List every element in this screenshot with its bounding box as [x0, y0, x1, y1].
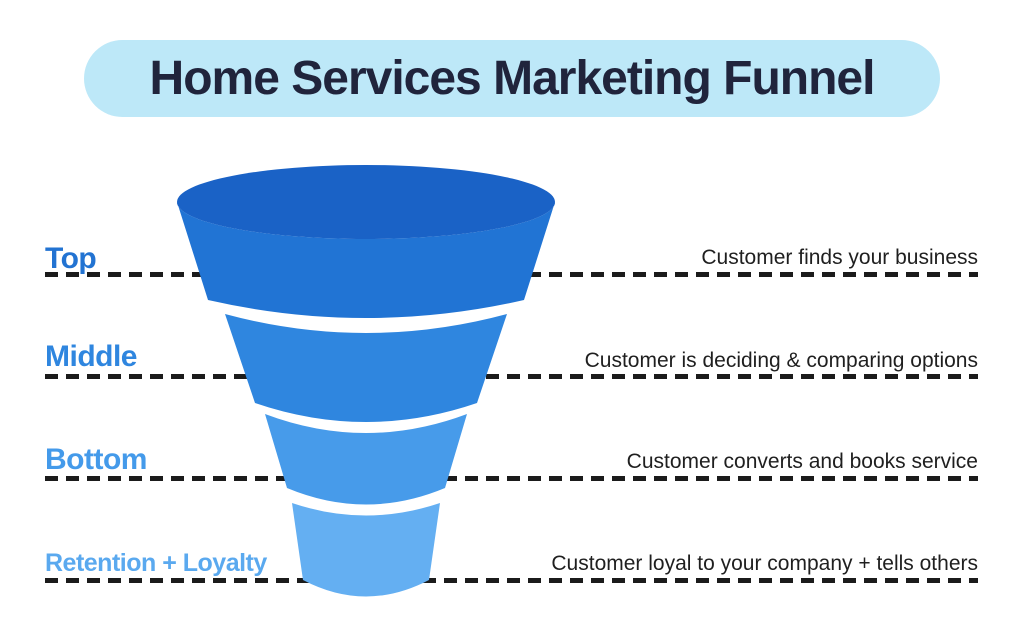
stage-label-bottom: Bottom — [45, 443, 147, 476]
stage-label-retention-loyalty: Retention + Loyalty — [45, 549, 267, 577]
funnel-top-ellipse — [177, 165, 555, 239]
funnel-stage-2 — [225, 314, 507, 422]
stage-label-middle: Middle — [45, 340, 138, 373]
divider-dashed-line-4 — [45, 578, 978, 583]
funnel-stage-1 — [177, 202, 555, 318]
title-banner: Home Services Marketing Funnel — [84, 40, 940, 117]
stage-label-top: Top — [45, 242, 97, 275]
stage-description-middle: Customer is deciding & comparing options — [584, 349, 978, 372]
stage-description-retention-loyalty: Customer loyal to your company + tells o… — [551, 552, 978, 575]
divider-dashed-line-3 — [45, 476, 978, 481]
stage-description-bottom: Customer converts and books service — [626, 450, 978, 473]
stage-description-top: Customer finds your business — [701, 246, 978, 269]
divider-dashed-line-2 — [45, 374, 978, 379]
funnel-stage-3 — [265, 414, 467, 505]
funnel-stage-4 — [292, 503, 440, 597]
page-title: Home Services Marketing Funnel — [149, 52, 876, 105]
